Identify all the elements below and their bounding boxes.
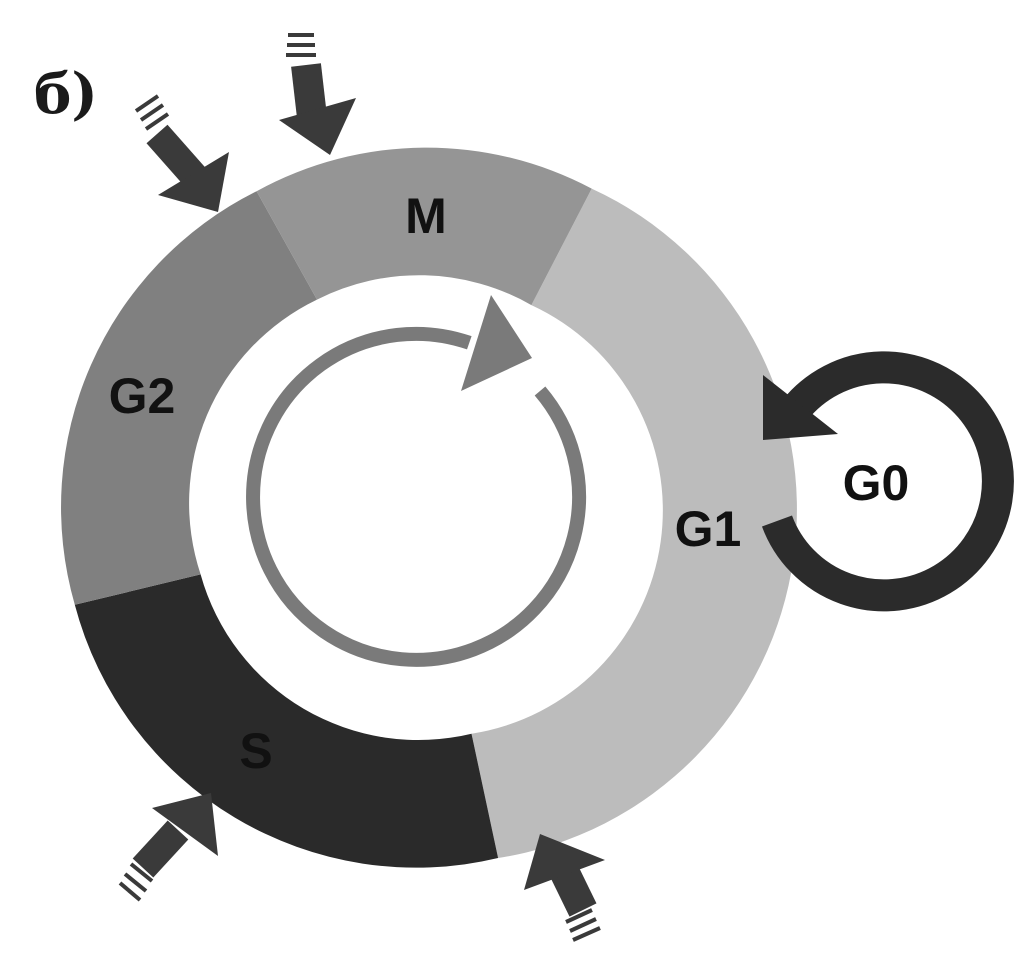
phase-segment-g2 xyxy=(61,191,317,605)
cell-cycle-ring xyxy=(61,147,797,868)
checkpoint-arrow-bottom-left xyxy=(118,793,218,902)
phase-segment-m xyxy=(256,147,592,306)
checkpoint-arrow-top-left xyxy=(134,94,229,212)
checkpoint-arrow-top xyxy=(279,33,356,155)
panel-label: б) xyxy=(34,61,98,127)
cycle-arrowhead xyxy=(461,295,532,391)
phase-segment-g1 xyxy=(471,188,797,859)
checkpoint-arrow-bottom-right xyxy=(524,834,605,942)
phase-label-g0: G0 xyxy=(843,455,910,511)
cycle-direction-arrow xyxy=(246,295,587,667)
phase-label-g2: G2 xyxy=(109,368,176,424)
g0-loop xyxy=(762,351,1014,612)
phase-segment-s xyxy=(74,574,499,868)
phase-label-s: S xyxy=(239,723,272,779)
phase-label-g1: G1 xyxy=(675,501,742,557)
checkpoint-arrows xyxy=(118,33,605,942)
g0-loop-arrowhead xyxy=(763,375,838,440)
cycle-arrow-arc xyxy=(246,326,587,667)
phase-label-m: M xyxy=(405,188,447,244)
g0-loop-arc xyxy=(762,351,1014,612)
